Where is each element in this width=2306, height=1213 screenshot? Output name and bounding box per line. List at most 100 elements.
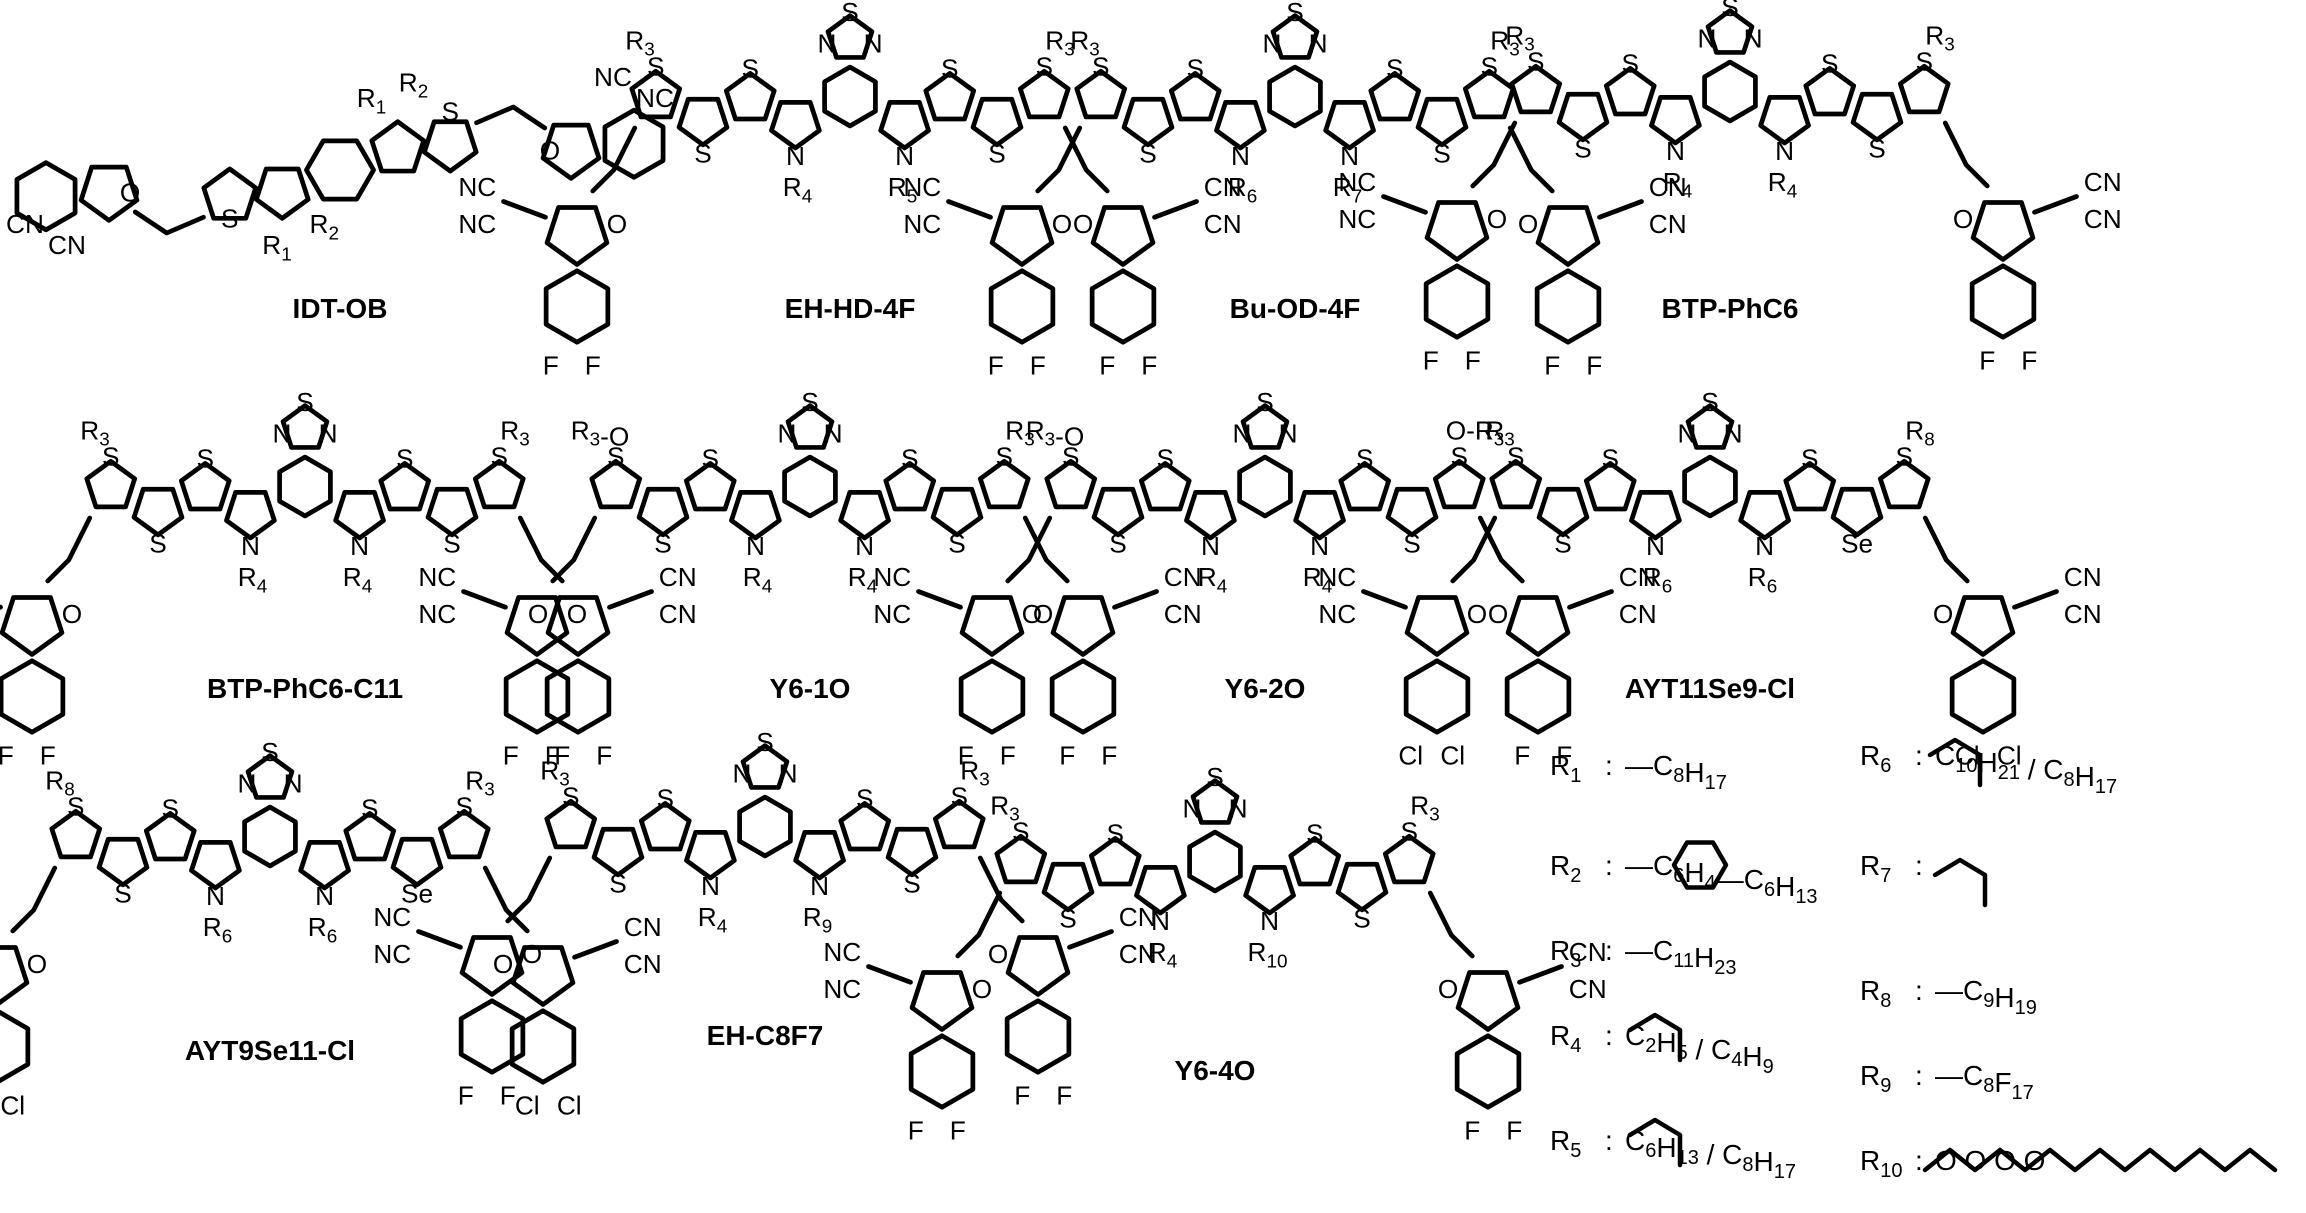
thiadiazole-nitrogen-left: N xyxy=(1697,23,1716,53)
thiophene-inner-sulfur-left: S xyxy=(1602,444,1620,474)
idt-vinyl-right xyxy=(474,104,548,131)
thiophene-inner-sulfur-left: S xyxy=(1622,49,1640,79)
thiadiazole-sulfur: S xyxy=(296,387,314,417)
pyrrole-nitrogen-left: N xyxy=(1201,531,1220,561)
halogen-a-right: F xyxy=(1544,351,1560,381)
carbonyl-oxygen-left: O xyxy=(27,949,47,979)
legend-row-r9: R9:—C8F17 xyxy=(1860,1060,2034,1104)
compound-name-label: AYT11Se9-Cl xyxy=(1625,673,1795,704)
compound-name-label: Y6-1O xyxy=(770,673,851,704)
idt-substituent-bottom-r2: R2 xyxy=(310,209,339,244)
carbonyl-oxygen-left: O xyxy=(607,209,627,239)
vinyl-linker-left xyxy=(550,515,598,584)
substituent-n-left: R4 xyxy=(1663,167,1692,202)
legend-key: R9 xyxy=(1860,1060,1891,1097)
halogen-a-left: F xyxy=(585,351,601,381)
substituent-legend: R1:—C8H17R2:—C6H4—C6H13R3:—C11H23R4:C2H5… xyxy=(1550,737,2278,1183)
idt-indanone-ring-left xyxy=(78,164,140,223)
thiadiazole-sulfur: S xyxy=(261,737,279,767)
thiophene-outer-right xyxy=(1877,458,1931,510)
thiophene-outer-left xyxy=(544,798,598,850)
thiophene-inner-right xyxy=(1288,836,1342,887)
thiophene-inner-sulfur-left: S xyxy=(1157,444,1175,474)
pyrrole-ring-left xyxy=(1214,100,1267,151)
idt-thiophene-ring-left xyxy=(201,166,259,221)
pyrrole-nitrogen-right: N xyxy=(855,531,874,561)
cyano-group-bottom-left: NC xyxy=(823,974,861,1004)
thiophene-outer-sulfur-left: S xyxy=(647,52,665,82)
pyrrole-ring-right xyxy=(1293,490,1346,541)
carbonyl-oxygen-right: O xyxy=(1488,599,1508,629)
cyano-group-bottom-right: CN xyxy=(1204,209,1242,239)
thiophene-outer-sulfur-right: S xyxy=(996,442,1014,472)
halogen-a-right: F xyxy=(1979,346,1995,376)
halogen-b-left: F xyxy=(988,351,1004,381)
idt-cyclopenta-ring-left xyxy=(253,166,311,221)
cyano-group-bottom-right: CN xyxy=(2064,599,2102,629)
thiophene-outer-left xyxy=(1074,68,1128,120)
pyrrole-ring-left xyxy=(1134,865,1187,916)
thiophene-inner-sulfur-right: S xyxy=(396,444,414,474)
central-benzene-ring xyxy=(1267,64,1323,129)
vinyl-linker-right xyxy=(1022,515,1070,584)
thiadiazole-sulfur: S xyxy=(1286,0,1304,27)
central-benzene-ring xyxy=(1237,454,1293,519)
thiophene-inner-sulfur-right: S xyxy=(856,784,874,814)
thiophene-outer-right xyxy=(1462,68,1516,120)
thiadiazole-nitrogen-right: N xyxy=(779,758,798,788)
end-benzene-ring-right xyxy=(544,658,612,735)
cyano-group-top-left: NC xyxy=(458,172,496,202)
thiadiazole-nitrogen-left: N xyxy=(1182,793,1201,823)
substituent-n-left: R4 xyxy=(1198,562,1227,597)
halogen-a-right: F xyxy=(554,741,570,771)
thiophene-inner-left xyxy=(1138,461,1192,512)
halogen-b-left: F xyxy=(503,741,519,771)
thiophene-outer-right xyxy=(1017,68,1071,120)
thiadiazole-nitrogen-right: N xyxy=(824,418,843,448)
legend-value: C2H5 / C4H9 xyxy=(1625,1020,1774,1078)
cyano-group-bottom-right: CN xyxy=(624,949,662,979)
thiophene-mid-right xyxy=(1850,91,1904,143)
cyano-group-bottom-right: CN xyxy=(1164,599,1202,629)
thiophene-outer-left xyxy=(994,833,1048,885)
thiadiazole-nitrogen-right: N xyxy=(1724,418,1743,448)
idt-cyano-a-left: CN xyxy=(48,230,86,260)
thiophene-mid-heteroatom-right: S xyxy=(443,529,461,559)
vinyl-linker-left xyxy=(10,865,58,934)
halogen-a-left: F xyxy=(500,1081,516,1111)
pyrrole-ring-right xyxy=(1738,490,1791,541)
halogen-a-left: F xyxy=(950,1116,966,1146)
carbonyl-oxygen-right: O xyxy=(1438,974,1458,1004)
thiophene-outer-sulfur-right: S xyxy=(951,782,969,812)
vinyl-linker-left xyxy=(590,125,638,194)
idt-substituent-top-r1: R1 xyxy=(357,83,386,118)
carbonyl-oxygen-left: O xyxy=(1022,599,1042,629)
pyrrole-nitrogen-left: N xyxy=(241,531,260,561)
indanone-ring-right xyxy=(1950,595,2016,657)
indanone-ring-right xyxy=(1455,970,1521,1032)
vinyl-linker-left xyxy=(1470,120,1518,189)
thiophene-mid-right xyxy=(390,836,444,888)
thiophene-mid-heteroatom-right: S xyxy=(948,529,966,559)
end-benzene-ring-right xyxy=(1504,658,1572,735)
pyrrole-nitrogen-left: N xyxy=(1646,531,1665,561)
substituent-outer-right: R3 xyxy=(465,765,494,800)
halogen-a-right: F xyxy=(1464,1116,1480,1146)
thiadiazole-nitrogen-left: N xyxy=(1262,28,1281,58)
legend-value: —C8F17 xyxy=(1935,1060,2034,1104)
end-benzene-ring-left xyxy=(1423,263,1491,340)
thiophene-mid-right xyxy=(885,826,939,878)
indanone-ring-right xyxy=(1050,595,1116,657)
substituent-outer-right: R8 xyxy=(1905,415,1934,450)
pyrrole-ring-right xyxy=(1323,100,1376,151)
halogen-a-left: F xyxy=(545,741,561,771)
halogen-a-left: F xyxy=(1000,741,1016,771)
substituent-n-left: R6 xyxy=(203,912,232,947)
dicyano-bond-right xyxy=(2032,194,2079,215)
substituent-n-left: R4 xyxy=(698,902,727,937)
dicyano-bond-right xyxy=(572,939,619,960)
thiophene-inner-right xyxy=(378,461,432,512)
